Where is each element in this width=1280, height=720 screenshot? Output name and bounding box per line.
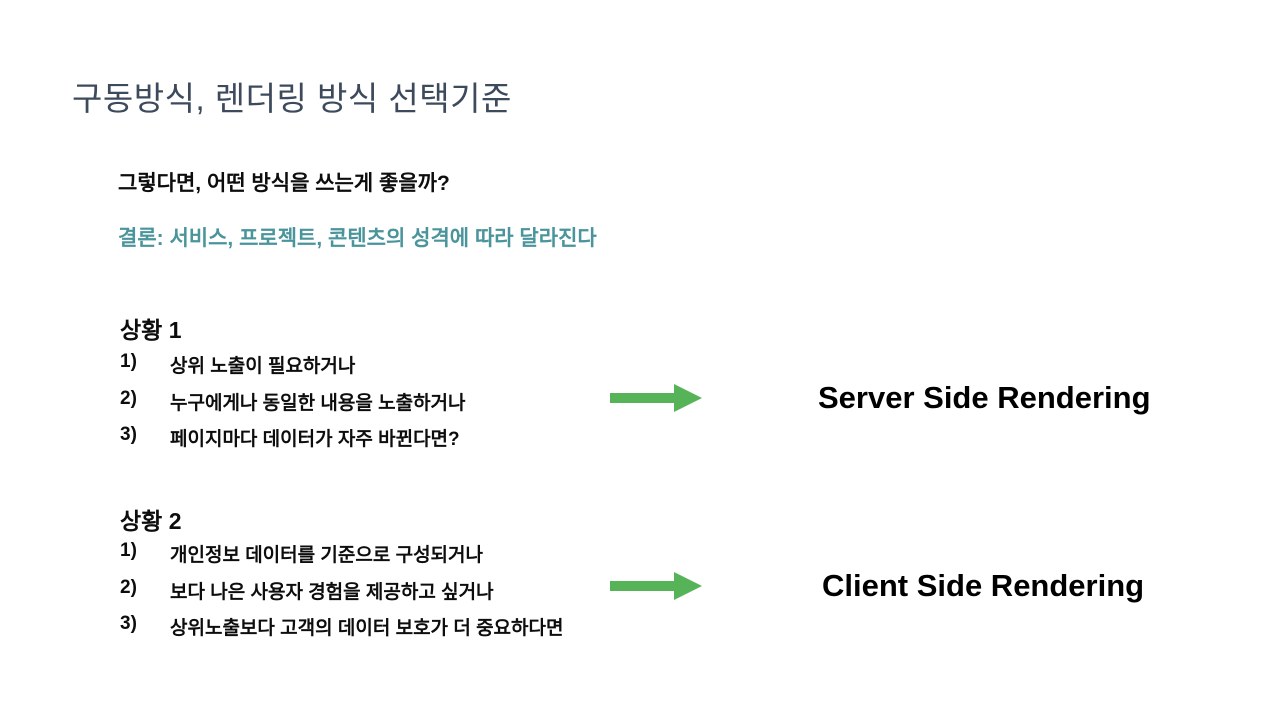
list-item-number: 1) [120, 540, 137, 561]
list-item-text: 보다 나은 사용자 경험을 제공하고 싶거나 [170, 582, 494, 603]
list-item-text: 누구에게나 동일한 내용을 노출하거나 [170, 393, 466, 414]
right-arrow-icon [610, 384, 702, 412]
list-item-number: 3) [120, 424, 137, 445]
section-1-heading: 상황 1 [120, 317, 182, 343]
right-arrow-icon [610, 572, 702, 600]
list-item: 2) 누구에게나 동일한 내용을 노출하거나 [120, 388, 466, 415]
arrow-head [674, 384, 702, 412]
list-item-number: 2) [120, 577, 137, 598]
list-item: 2) 보다 나은 사용자 경험을 제공하고 싶거나 [120, 577, 494, 604]
list-item-text: 상위 노출이 필요하거나 [170, 356, 356, 377]
list-item: 1) 상위 노출이 필요하거나 [120, 351, 355, 378]
list-item-number: 1) [120, 351, 137, 372]
list-item: 3) 페이지마다 데이터가 자주 바뀐다면? [120, 424, 460, 451]
result-label-ssr: Server Side Rendering [818, 380, 1151, 415]
slide-title: 구동방식, 렌더링 방식 선택기준 [72, 80, 512, 117]
list-item: 1) 개인정보 데이터를 기준으로 구성되거나 [120, 540, 483, 567]
arrow-shaft [610, 393, 674, 403]
section-2-heading: 상황 2 [120, 508, 182, 534]
list-item-text: 페이지마다 데이터가 자주 바뀐다면? [170, 429, 460, 450]
arrow-head [674, 572, 702, 600]
conclusion-text: 결론: 서비스, 프로젝트, 콘텐츠의 성격에 따라 달라진다 [118, 227, 597, 250]
result-label-csr: Client Side Rendering [822, 568, 1145, 603]
list-item-number: 3) [120, 613, 137, 634]
question-text: 그렇다면, 어떤 방식을 쓰는게 좋을까? [118, 172, 450, 195]
list-item: 3) 상위노출보다 고객의 데이터 보호가 더 중요하다면 [120, 613, 563, 640]
arrow-shaft [610, 581, 674, 591]
list-item-text: 상위노출보다 고객의 데이터 보호가 더 중요하다면 [170, 618, 564, 639]
list-item-number: 2) [120, 388, 137, 409]
list-item-text: 개인정보 데이터를 기준으로 구성되거나 [170, 545, 483, 566]
